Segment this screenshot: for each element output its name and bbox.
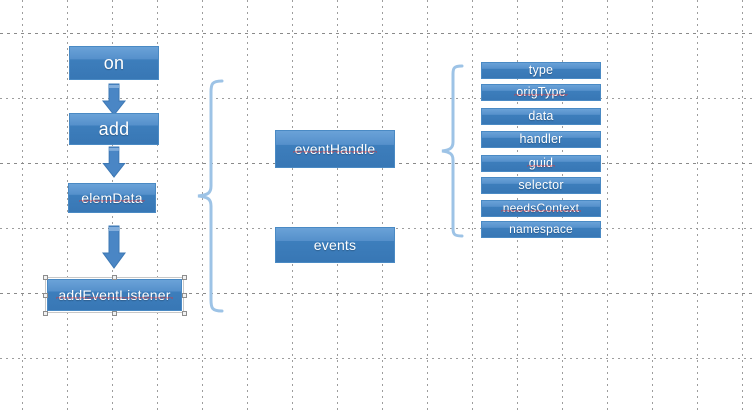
- node-origtype[interactable]: origType: [481, 84, 601, 101]
- selection-handle-w[interactable]: [43, 293, 48, 298]
- node-handler[interactable]: handler: [481, 131, 601, 148]
- grid-line-vertical: [742, 0, 743, 410]
- node-on-label: on: [103, 52, 125, 73]
- grid-line-vertical: [607, 0, 608, 410]
- node-addeventlistener-label-wrap: addEventListener: [56, 286, 173, 303]
- selection-handle-ne[interactable]: [182, 275, 187, 280]
- grid-line-vertical: [697, 0, 698, 410]
- grid-line-vertical: [652, 0, 653, 410]
- grid-line-horizontal: [0, 33, 753, 34]
- node-events-label: events: [313, 236, 357, 253]
- node-elemdata-label: elemData: [81, 189, 143, 206]
- selection-handle-s[interactable]: [112, 311, 117, 316]
- node-namespace[interactable]: namespace: [481, 221, 601, 238]
- grid-line-vertical: [247, 0, 248, 410]
- node-data[interactable]: data: [481, 108, 601, 125]
- grid-line-vertical: [382, 0, 383, 410]
- node-needscontext-label: needsContext: [502, 201, 580, 216]
- node-guid-label-wrap: guid: [526, 155, 556, 170]
- node-on[interactable]: on: [69, 46, 159, 80]
- node-addeventlistener[interactable]: addEventListener: [47, 279, 182, 311]
- node-eventhandle[interactable]: eventHandle: [275, 130, 395, 168]
- grid-line-vertical: [22, 0, 23, 410]
- node-guid[interactable]: guid: [481, 155, 601, 172]
- selection-handle-e[interactable]: [182, 293, 187, 298]
- node-type-label: type: [528, 62, 554, 77]
- grid-line-vertical: [427, 0, 428, 410]
- node-addeventlistener-label: addEventListener: [58, 286, 171, 303]
- node-eventhandle-label: eventHandle: [294, 140, 376, 157]
- arrow-on-to-add: [101, 83, 127, 116]
- grid-line-vertical: [472, 0, 473, 410]
- node-add-label: add: [98, 118, 130, 139]
- node-selector[interactable]: selector: [481, 177, 601, 194]
- node-elemdata-label-wrap: elemData: [79, 189, 145, 206]
- node-type[interactable]: type: [481, 62, 601, 79]
- grid-line-vertical: [292, 0, 293, 410]
- node-handler-label: handler: [519, 131, 563, 146]
- selection-handle-n[interactable]: [112, 275, 117, 280]
- node-origtype-label: origType: [516, 84, 566, 99]
- node-needscontext[interactable]: needsContext: [481, 200, 601, 217]
- node-origtype-label-wrap: origType: [514, 84, 568, 99]
- arrow-add-to-elemdata: [102, 146, 126, 178]
- selection-handle-sw[interactable]: [43, 311, 48, 316]
- node-data-label: data: [528, 108, 554, 123]
- node-add[interactable]: add: [69, 113, 159, 145]
- node-needscontext-label-wrap: needsContext: [500, 201, 582, 216]
- brace-elemdata-members: [197, 79, 224, 313]
- node-namespace-label: namespace: [509, 222, 573, 237]
- selection-handle-nw[interactable]: [43, 275, 48, 280]
- selection-handle-se[interactable]: [182, 311, 187, 316]
- grid-line-horizontal: [0, 358, 753, 359]
- brace-events-properties: [441, 64, 464, 238]
- node-eventhandle-label-wrap: eventHandle: [292, 140, 378, 157]
- grid-line-vertical: [337, 0, 338, 410]
- node-selector-label: selector: [518, 177, 564, 192]
- node-events[interactable]: events: [275, 227, 395, 263]
- arrow-elemdata-to-addeventlistener: [102, 225, 126, 269]
- node-guid-label: guid: [528, 155, 554, 170]
- node-elemdata[interactable]: elemData: [68, 183, 156, 213]
